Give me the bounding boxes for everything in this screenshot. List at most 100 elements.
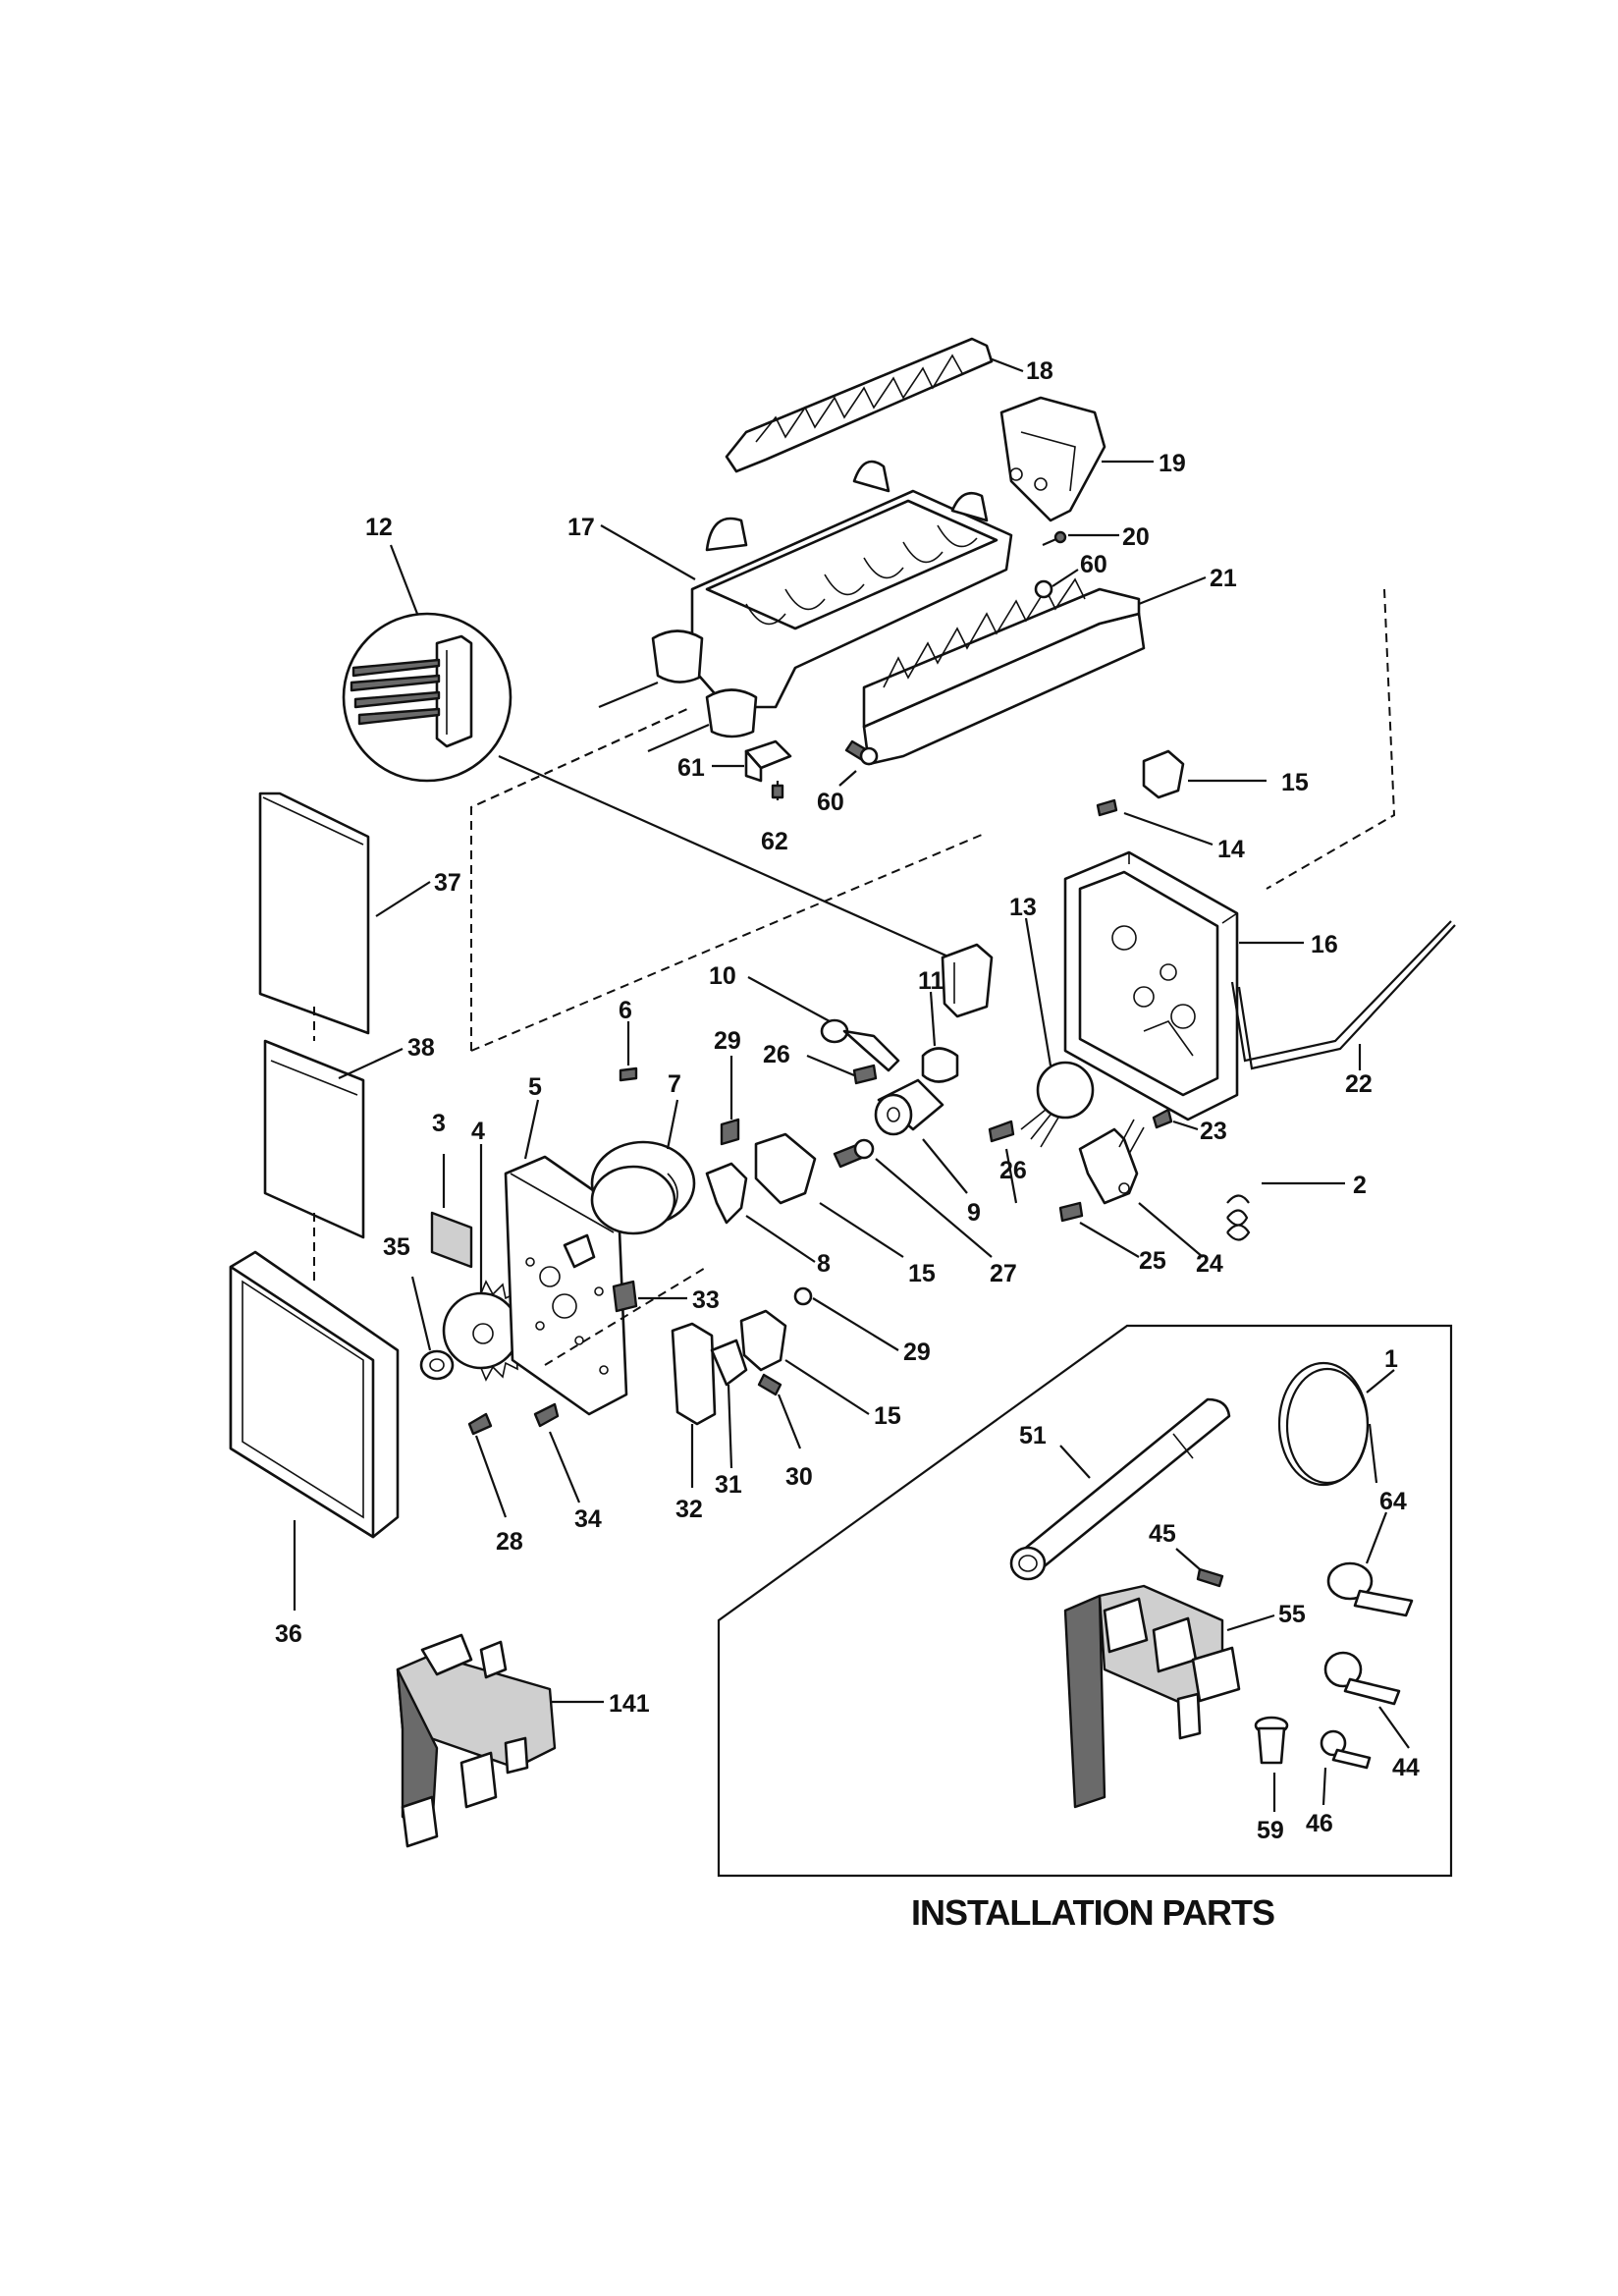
screw-6: [619, 1021, 638, 1082]
label-46: 46: [1306, 1810, 1333, 1837]
installation-parts-frame: [717, 1324, 1453, 1878]
arm-22: [1230, 920, 1456, 1070]
label-33: 33: [692, 1286, 720, 1314]
clip-11: [921, 991, 959, 1083]
label-35: 35: [383, 1233, 410, 1261]
label-6: 6: [619, 997, 632, 1024]
bushing-35: [410, 1276, 455, 1381]
lever-10: [747, 976, 900, 1072]
switch-15-middle: [754, 1132, 904, 1258]
tubing-1: [1277, 1361, 1395, 1487]
box-36: [229, 1250, 400, 1611]
label-3: [430, 1154, 473, 1269]
label-60b: 60: [817, 789, 844, 816]
label-11: 11: [918, 967, 944, 995]
label-45: 45: [1149, 1520, 1176, 1548]
water-valve-141: [396, 1633, 604, 1848]
label-26b: 26: [999, 1157, 1027, 1184]
label-17: 17: [567, 514, 595, 541]
sheet-38: [263, 1039, 404, 1239]
label-12: 12: [365, 514, 393, 541]
screw-25: [1058, 1201, 1140, 1258]
label-62: 62: [761, 828, 788, 855]
label-32: 32: [675, 1496, 703, 1523]
actuator-31: [710, 1339, 748, 1469]
installation-parts-title: INSTALLATION PARTS: [911, 1892, 1274, 1933]
water-valve-55: [1063, 1584, 1275, 1809]
tube-51: [1009, 1397, 1231, 1581]
label-34: 34: [574, 1505, 602, 1533]
assembly-dashed-outline-path: [470, 588, 1396, 1052]
screw-62: [771, 781, 784, 800]
label-20: 20: [1122, 523, 1150, 551]
dash-alignment: [544, 1266, 708, 1366]
label-61: 61: [677, 754, 705, 782]
screw-28: [467, 1412, 508, 1518]
label-15b: 15: [908, 1260, 936, 1287]
screw-30: [757, 1373, 802, 1449]
wire-harness-12: [342, 544, 951, 959]
clamp-64: [1326, 1511, 1414, 1617]
label-19: 19: [1159, 450, 1186, 477]
screw-29-lower: [793, 1286, 899, 1351]
label-3: 3: [432, 1110, 446, 1137]
bracket-32: [671, 1322, 717, 1488]
label-38: 38: [407, 1034, 435, 1062]
label-10: 10: [709, 962, 736, 990]
label-26a: 26: [763, 1041, 790, 1068]
fitting-59: [1254, 1716, 1289, 1812]
screw-34: [533, 1402, 581, 1503]
ejector-part: [725, 337, 1024, 473]
screw-20: [1042, 530, 1119, 547]
plate-5: [504, 1099, 628, 1416]
shield-part: [862, 575, 1207, 766]
label-5: 5: [528, 1073, 542, 1101]
spring-33: [612, 1280, 687, 1313]
label-18: 18: [1026, 357, 1053, 385]
label-23: 23: [1200, 1118, 1227, 1145]
lever-24: [1078, 1119, 1204, 1258]
shaft-9: [874, 1078, 968, 1194]
label-8: 8: [817, 1250, 831, 1278]
label-60a: 60: [1080, 551, 1107, 578]
clamp-46: [1320, 1729, 1372, 1806]
label-44: 44: [1392, 1754, 1420, 1781]
label-55: 55: [1278, 1601, 1306, 1628]
label-13: 13: [1009, 894, 1037, 921]
label-25: 25: [1139, 1247, 1166, 1275]
label-9: 9: [967, 1199, 981, 1227]
assembly-dashed-outline: [470, 708, 688, 1051]
label-64: 64: [1379, 1488, 1407, 1515]
screw-26-lower: [988, 1120, 1018, 1204]
mold-part: [598, 460, 1013, 753]
screw-45: [1175, 1548, 1224, 1588]
label-30: 30: [785, 1463, 813, 1491]
label-37: 37: [434, 869, 461, 897]
housing-16: [1063, 850, 1304, 1121]
label-29a: 29: [714, 1027, 741, 1055]
label-28: 28: [496, 1528, 523, 1556]
label-7: 7: [668, 1070, 681, 1098]
label-16: 16: [1311, 931, 1338, 958]
label-21: 21: [1210, 565, 1237, 592]
screw-14: [1096, 798, 1214, 847]
screw-60-lower: [838, 739, 879, 787]
label-14: 14: [1217, 836, 1245, 863]
bracket-61: [712, 739, 792, 783]
clamp-44: [1323, 1651, 1410, 1749]
switch-arm-8: [705, 1162, 816, 1263]
screw-23: [1152, 1108, 1199, 1131]
label-51: 51: [1019, 1422, 1047, 1449]
label-27: 27: [990, 1260, 1017, 1287]
label-29b: 29: [903, 1339, 931, 1366]
screw-29-upper: [720, 1056, 740, 1146]
spring-2: [1226, 1181, 1345, 1241]
screw-60-upper: [1034, 569, 1079, 599]
manual-37: [258, 792, 431, 1035]
label-4: 4: [471, 1118, 485, 1145]
label-2: 2: [1353, 1172, 1367, 1199]
label-15a: 15: [1281, 769, 1309, 796]
thermostat-13: [1020, 917, 1095, 1148]
screw-27: [833, 1138, 993, 1258]
